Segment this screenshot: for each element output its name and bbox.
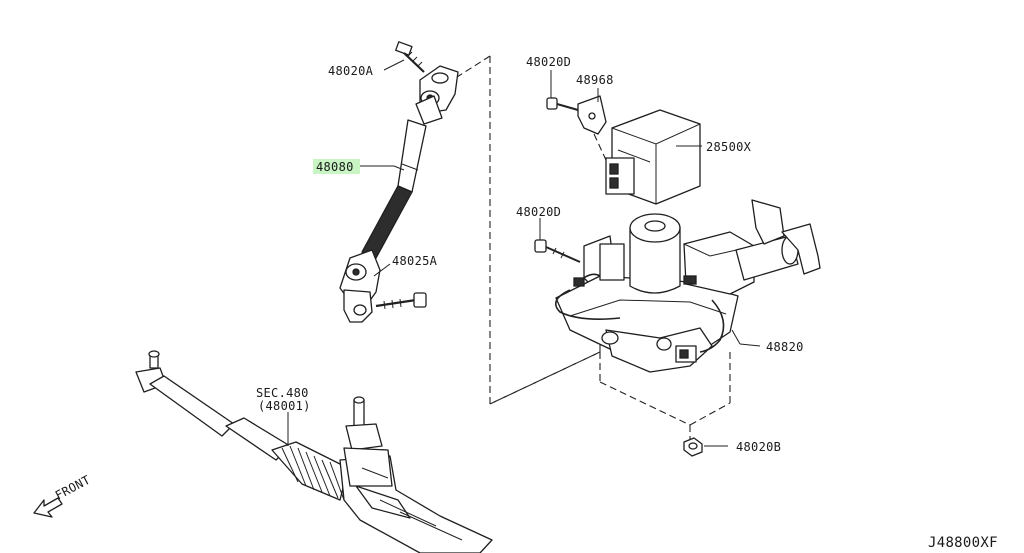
label-48080: 48080 <box>316 160 354 174</box>
label-48020D-top: 48020D <box>526 55 571 69</box>
control-unit-part <box>546 95 701 205</box>
leader-lines <box>287 59 761 447</box>
bolt-48025A <box>375 292 427 310</box>
label-48020D-mid: 48020D <box>516 205 561 219</box>
diagram-code: J48800XF <box>928 535 998 551</box>
label-48020A: 48020A <box>328 64 374 78</box>
label-48025A: 48025A <box>392 254 438 268</box>
steering-rack-part <box>135 350 493 553</box>
bolt-48020A <box>395 41 425 73</box>
label-28500X: 28500X <box>706 140 752 154</box>
intermediate-shaft-part <box>339 41 459 323</box>
label-48968: 48968 <box>576 73 614 87</box>
assembly-outline-dashed <box>445 55 731 440</box>
front-label: FRONT <box>53 473 93 503</box>
column-assembly-part <box>534 199 821 373</box>
label-sec-480: SEC.480 <box>256 386 309 400</box>
label-48820: 48820 <box>766 340 804 354</box>
nut-48020B <box>683 437 703 457</box>
label-48020B: 48020B <box>736 440 781 454</box>
bolt-48020D-mid <box>534 239 581 263</box>
label-48080-highlight <box>313 159 360 174</box>
front-direction-arrow: FRONT <box>33 473 93 518</box>
label-sec-48001: (48001) <box>258 399 311 413</box>
bolt-48020D-top <box>546 97 579 111</box>
